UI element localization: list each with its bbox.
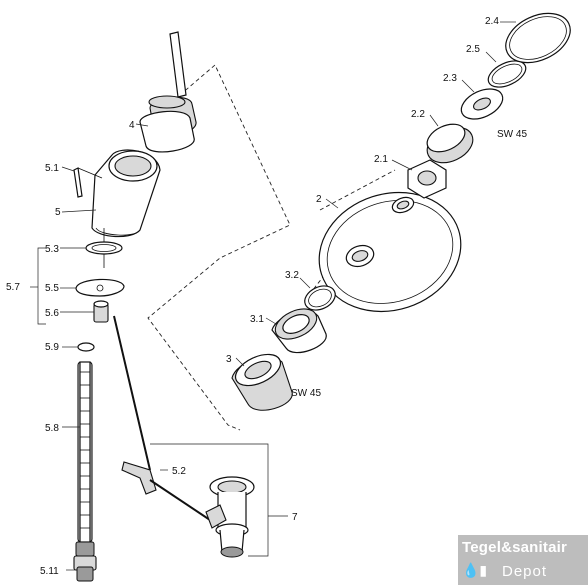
watermark-logo: Tegel&sanitair 💧▮ Depot [458, 535, 588, 585]
part-5-3-stud [85, 228, 123, 268]
label-3: 3 [226, 354, 232, 365]
label-2-1: 2.1 [374, 154, 388, 165]
label-2-4: 2.4 [485, 16, 499, 27]
watermark-sub: Depot [502, 563, 548, 580]
label-2-2: 2.2 [411, 109, 425, 120]
label-5-11: 5.11 [40, 566, 59, 577]
label-5-2: 5.2 [172, 466, 186, 477]
watermark-name: Tegel&sanitair [462, 539, 568, 556]
part-5-8-flex-hose [73, 361, 97, 571]
part-2-escutcheon-plate [318, 191, 462, 313]
assembly-guide-dashed [147, 64, 291, 431]
part-5-5-clip [75, 278, 125, 297]
bracket-7 [150, 443, 269, 557]
part-2-3-washer [460, 88, 504, 120]
bracket-5-7 [37, 247, 46, 325]
part-5-9-oring [77, 342, 95, 352]
label-5-1: 5.1 [45, 163, 59, 174]
assembly-guide-dashed-2 [319, 169, 396, 211]
label-5: 5 [55, 207, 61, 218]
label-4: 4 [129, 120, 135, 131]
label-5-6: 5.6 [45, 308, 59, 319]
label-2-5: 2.5 [466, 44, 480, 55]
label-sw45-top: SW 45 [497, 129, 527, 140]
label-5-9: 5.9 [45, 342, 59, 353]
label-5-3: 5.3 [45, 244, 59, 255]
part-7-waste-valve [205, 476, 255, 558]
label-5-5: 5.5 [45, 283, 59, 294]
part-3-2-oring [304, 285, 336, 311]
part-2-5-ring [487, 60, 527, 88]
label-2: 2 [316, 194, 322, 205]
label-7: 7 [292, 512, 298, 523]
water-drop-icon: 💧▮ [462, 562, 488, 578]
label-3-2: 3.2 [285, 270, 299, 281]
label-5-7: 5.7 [6, 282, 20, 293]
part-5-2-popup-rod [113, 315, 211, 521]
part-3-cartridge [231, 353, 293, 411]
leader-lines [60, 21, 516, 571]
label-3-1: 3.1 [250, 314, 264, 325]
label-2-3: 2.3 [443, 73, 457, 84]
part-5-6-nut [93, 300, 109, 323]
label-sw45-bottom: SW 45 [291, 388, 321, 399]
label-5-8: 5.8 [45, 423, 59, 434]
part-2-2-cap [426, 123, 474, 164]
part-2-4-ring [505, 12, 571, 64]
part-5-mixer-body [91, 149, 161, 238]
part-5-1-rod [73, 167, 83, 198]
part-3-1-adapter [271, 308, 327, 354]
part-5-11-nipple [76, 566, 94, 582]
part-2-1-hex-nut [391, 159, 447, 214]
part-4-lever-handle [139, 31, 197, 153]
